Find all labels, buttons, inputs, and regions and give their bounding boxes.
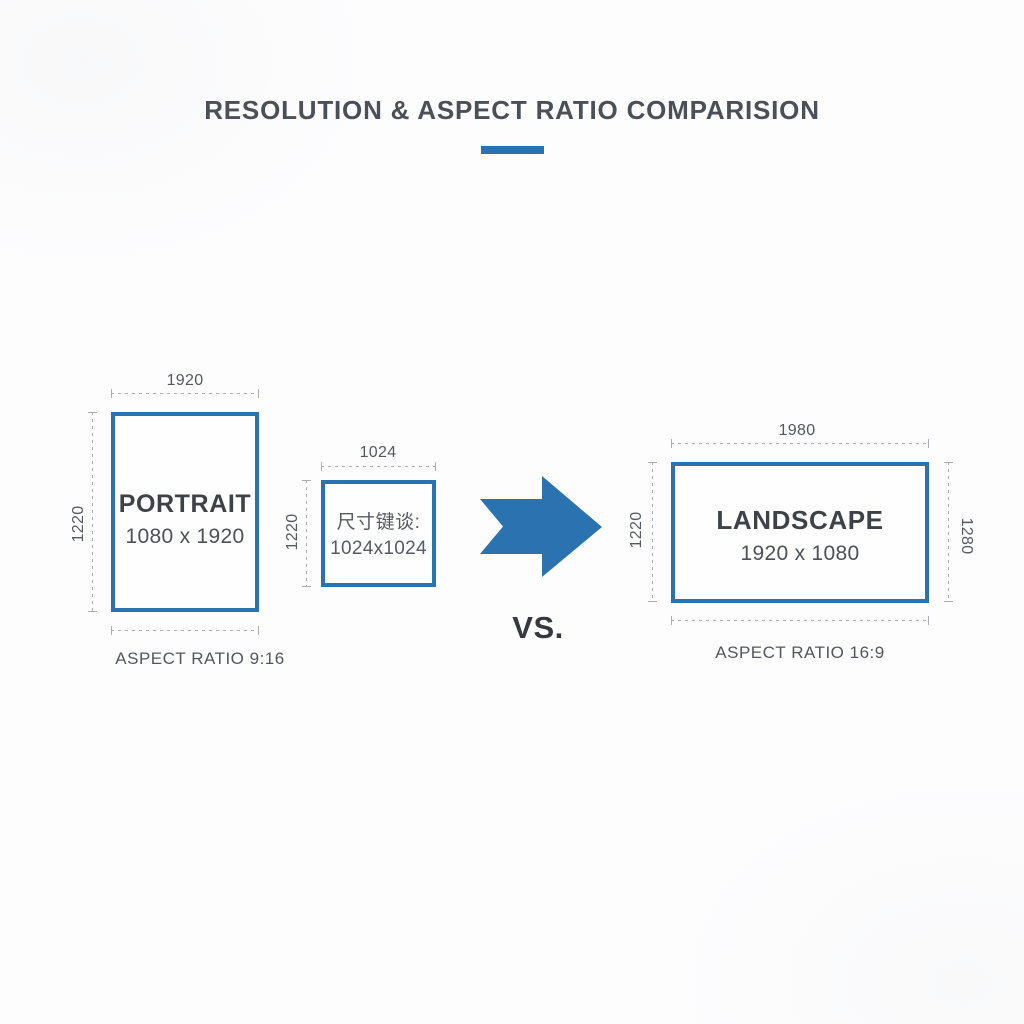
page-title: RESOLUTION & ASPECT RATIO COMPARISION xyxy=(204,95,820,125)
square-width-label: 1024 xyxy=(359,444,397,461)
portrait-rectangle: PORTRAIT 1080 x 1920 xyxy=(111,412,259,612)
landscape-width-label: 1980 xyxy=(778,422,816,439)
landscape-resolution-label: 1920 x 1080 xyxy=(740,542,860,565)
landscape-bottom-dimension-line xyxy=(671,616,929,625)
square-title-label: 尺寸键谈: xyxy=(336,512,421,533)
title-underline-bar xyxy=(481,146,544,154)
square-resolution-label: 1024x1024 xyxy=(330,538,427,559)
square-height-dimension-line xyxy=(302,480,311,587)
right-arrow-icon xyxy=(480,471,602,583)
landscape-height-label-right: 1280 xyxy=(958,517,975,555)
landscape-width-dimension-line xyxy=(671,439,929,448)
portrait-width-dimension-line xyxy=(111,389,259,398)
landscape-name-label: LANDSCAPE xyxy=(716,505,884,535)
portrait-name-label: PORTRAIT xyxy=(118,489,252,518)
portrait-height-dimension-line xyxy=(88,412,97,612)
portrait-height-label: 1220 xyxy=(70,505,87,543)
landscape-height-dimension-line-right xyxy=(944,462,953,602)
square-height-label: 1220 xyxy=(284,513,301,551)
portrait-resolution-label: 1080 x 1920 xyxy=(125,524,245,548)
portrait-aspect-ratio-caption: ASPECT RATIO 9:16 xyxy=(115,649,285,668)
landscape-height-dimension-line-left xyxy=(648,462,657,602)
landscape-aspect-ratio-caption: ASPECT RATIO 16:9 xyxy=(715,643,885,662)
square-width-dimension-line xyxy=(321,462,436,471)
vs-label: VS. xyxy=(512,610,564,645)
square-rectangle: 尺寸键谈: 1024x1024 xyxy=(321,480,436,587)
landscape-rectangle: LANDSCAPE 1920 x 1080 xyxy=(671,462,929,603)
portrait-width-label: 1920 xyxy=(166,372,204,389)
landscape-height-label-left: 1220 xyxy=(628,511,645,549)
portrait-bottom-dimension-line xyxy=(111,626,259,635)
